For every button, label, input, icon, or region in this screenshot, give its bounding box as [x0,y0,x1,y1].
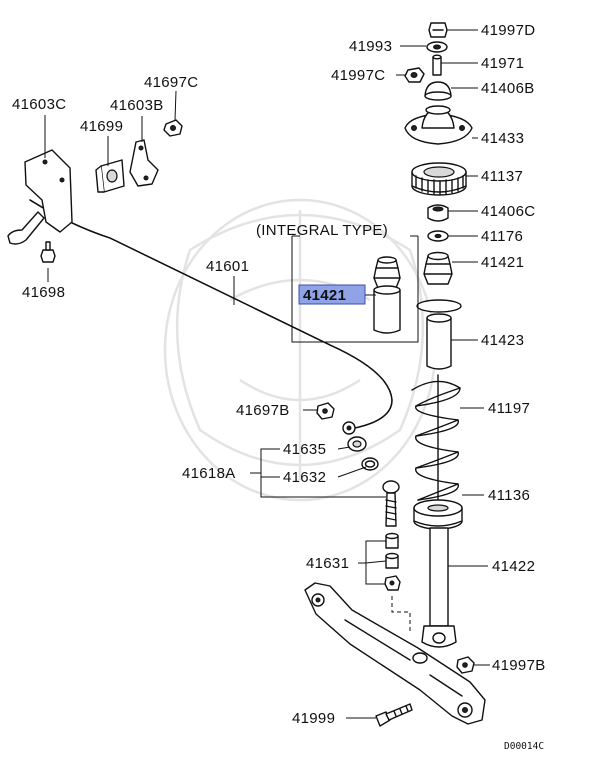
coil-spring-41197[interactable] [411,374,461,501]
nut-41997b[interactable] [456,656,475,674]
lower-arm[interactable] [304,582,486,725]
strut-body-41422[interactable] [421,527,457,648]
callout-41697c[interactable]: 41697C [144,74,198,91]
callout-41618a[interactable]: 41618A [182,465,236,482]
callout-41406b[interactable]: 41406B [481,80,535,97]
nut-41697c[interactable] [163,119,183,137]
nut-41997d[interactable] [428,22,448,38]
callout-41997d[interactable]: 41997D [481,22,535,39]
callout-41136[interactable]: 41136 [488,487,530,504]
nut-41697b[interactable] [316,402,335,420]
callout-41697b[interactable]: 41697B [236,402,290,419]
leader-lines [44,29,490,719]
callout-41422[interactable]: 41422 [492,558,535,575]
bushing-41635[interactable] [347,436,367,452]
strut-mount-41433[interactable] [404,105,473,145]
washer-41993[interactable] [426,41,448,53]
bump-stopper-41421[interactable] [423,251,453,285]
callout-41971[interactable]: 41971 [481,55,524,72]
bushing-41406c[interactable] [427,204,449,222]
bushing-41699[interactable] [95,159,125,193]
callout-41421[interactable]: 41421 [481,254,524,271]
link-rod-41618a[interactable] [382,480,400,527]
callout-41631[interactable]: 41631 [306,555,349,572]
collar-41971[interactable] [432,54,442,76]
callout-41603b[interactable]: 41603B [110,97,164,114]
callout-41698[interactable]: 41698 [22,284,65,301]
callout-41999[interactable]: 41999 [292,710,335,727]
bracket-41603c[interactable] [7,149,73,245]
dust-cover-41423[interactable] [416,299,462,370]
spring-seat-41136[interactable] [413,499,463,530]
bolt-41999[interactable] [375,703,413,727]
callout-41423[interactable]: 41423 [481,332,524,349]
bump-stopper-integral[interactable] [373,256,401,334]
ring-41632[interactable] [361,457,379,471]
bolt-41698[interactable] [40,241,56,263]
callout-41601[interactable]: 41601 [206,258,249,275]
callout-41406c[interactable]: 41406C [481,203,535,220]
nut-41997c[interactable] [404,67,425,83]
drawing-code: D00014C [504,741,544,752]
callout-41176[interactable]: 41176 [481,228,523,245]
callout-41421-highlight[interactable]: 41421 [303,287,346,304]
bearing-41137[interactable] [411,162,467,196]
washer-41176[interactable] [427,230,449,242]
integral-type-label: (INTEGRAL TYPE) [256,222,388,239]
callout-41699[interactable]: 41699 [80,118,123,135]
callout-41997c[interactable]: 41997C [331,67,385,84]
bushing-41406b[interactable] [424,81,452,101]
callout-41197[interactable]: 41197 [488,400,530,417]
callout-41632[interactable]: 41632 [283,469,326,486]
callout-41137[interactable]: 41137 [481,168,523,185]
callout-41997b[interactable]: 41997B [492,657,546,674]
clamp-41603b[interactable] [129,139,159,187]
callout-41433[interactable]: 41433 [481,130,524,147]
integral-type-box [291,235,419,343]
bushings-41631[interactable] [384,532,401,591]
callout-41635[interactable]: 41635 [283,441,326,458]
callout-41603c[interactable]: 41603C [12,96,66,113]
callout-41993[interactable]: 41993 [349,38,392,55]
